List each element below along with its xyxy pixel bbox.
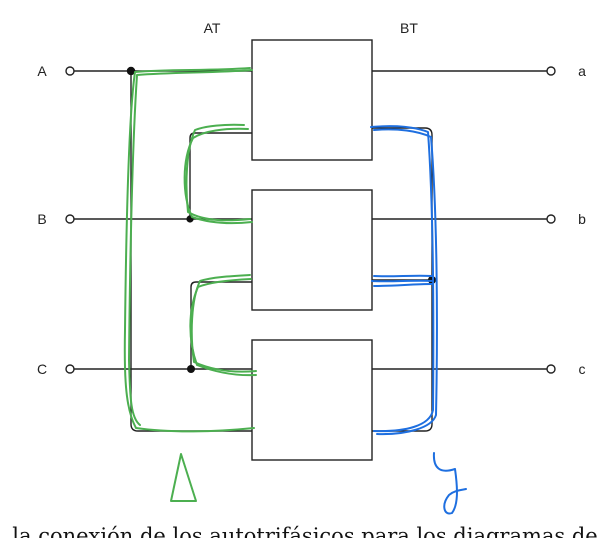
terminal-label-c-lower: c [579, 361, 586, 377]
junction-dot-a [126, 66, 136, 76]
terminal-c-upper [65, 364, 75, 374]
transformer-2 [251, 189, 373, 311]
terminal-c-lower [546, 364, 556, 374]
wire-delta-return [130, 71, 252, 432]
junction-dot-c [187, 365, 195, 373]
terminal-label-a-upper: A [37, 63, 47, 79]
terminal-b-upper [65, 214, 75, 224]
caption-text: la conexión de los autotrifásicos para l… [12, 524, 597, 538]
delta-annotation-strokes [123, 67, 257, 502]
header-at: AT [204, 20, 221, 36]
terminal-label-a-lower: a [578, 63, 586, 79]
transformer-3 [251, 339, 373, 461]
delta-symbol [170, 453, 197, 502]
terminal-a-upper [65, 66, 75, 76]
wire-delta-ab [189, 132, 252, 219]
transformer-1 [251, 39, 373, 161]
wye-annotation-strokes [370, 125, 467, 515]
terminal-label-b-upper: B [37, 211, 46, 227]
wire-delta-bc [190, 281, 252, 369]
terminal-a-lower [546, 66, 556, 76]
terminal-b-lower [546, 214, 556, 224]
wye-symbol [432, 452, 467, 515]
terminal-label-b-lower: b [578, 211, 586, 227]
terminal-label-c-upper: C [37, 361, 47, 377]
header-bt: BT [400, 20, 418, 36]
